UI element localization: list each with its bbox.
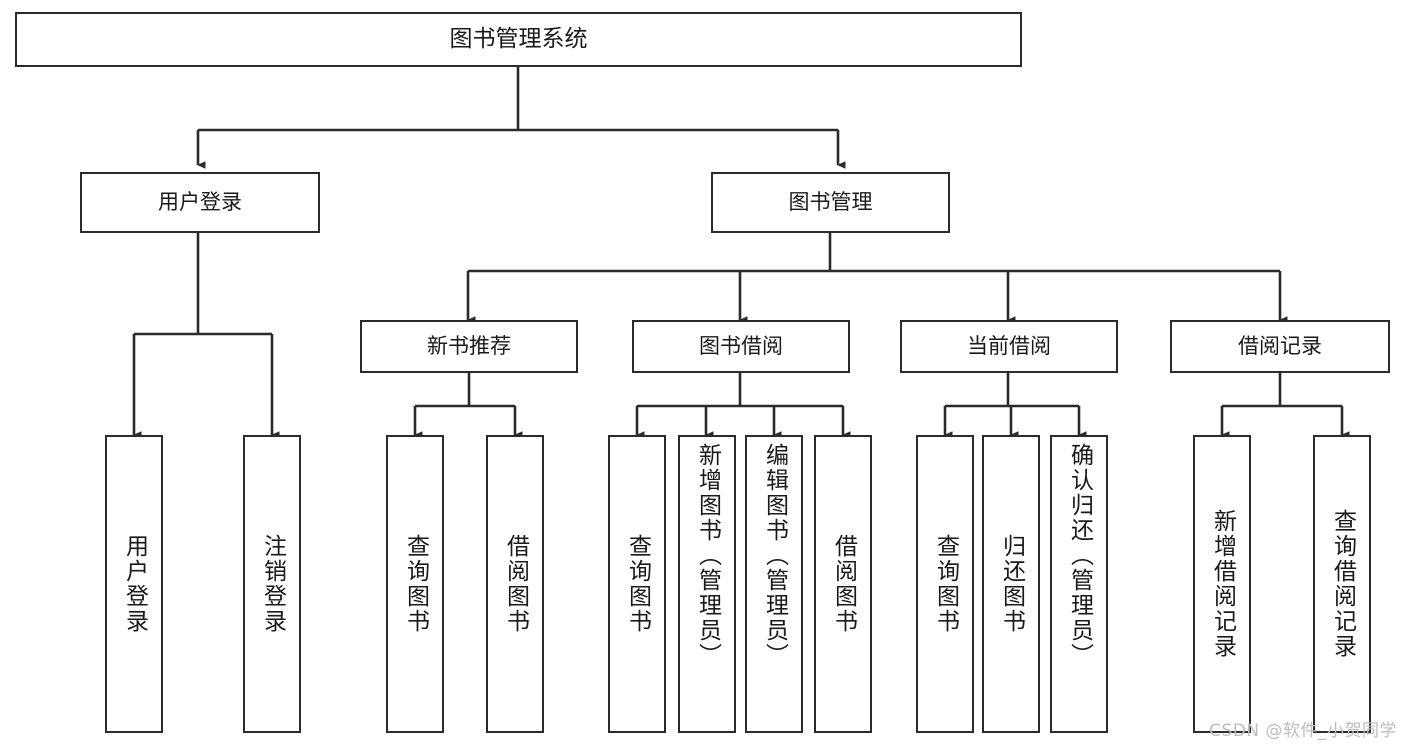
node-root-label: 图书管理系统 [449, 25, 588, 52]
node-book-borrow-label: 图书借阅 [699, 334, 783, 359]
node-leaf-confirm-return-admin-label: 确认归还（管理员） [1066, 443, 1093, 668]
node-leaf-add-book-admin-label: 新增图书（管理员） [694, 443, 721, 668]
node-current-borrow[interactable]: 当前借阅 [900, 320, 1118, 373]
node-leaf-user-login[interactable]: 用户登录 [105, 435, 163, 733]
node-new-book-recommend[interactable]: 新书推荐 [360, 320, 578, 373]
node-leaf-query-book-newbook-label: 查询图书 [402, 534, 429, 634]
node-leaf-add-borrow-record[interactable]: 新增借阅记录 [1193, 435, 1251, 733]
node-borrow-record[interactable]: 借阅记录 [1170, 320, 1390, 373]
node-leaf-return-book-label: 归还图书 [998, 534, 1025, 634]
node-borrow-record-label: 借阅记录 [1238, 334, 1322, 359]
node-leaf-add-borrow-record-label: 新增借阅记录 [1209, 509, 1236, 659]
node-leaf-query-borrow-record[interactable]: 查询借阅记录 [1313, 435, 1371, 733]
node-new-book-recommend-label: 新书推荐 [427, 334, 511, 359]
node-leaf-confirm-return-admin[interactable]: 确认归还（管理员） [1050, 435, 1108, 733]
node-leaf-borrow-book-label: 借阅图书 [830, 534, 857, 634]
node-leaf-query-borrow-record-label: 查询借阅记录 [1329, 509, 1356, 659]
watermark-text: CSDN @软件_小贺同学 [1209, 721, 1397, 741]
node-leaf-edit-book-admin-label: 编辑图书（管理员） [761, 443, 788, 668]
node-leaf-add-book-admin[interactable]: 新增图书（管理员） [678, 435, 736, 733]
node-leaf-logout[interactable]: 注销登录 [243, 435, 301, 733]
node-book-manage[interactable]: 图书管理 [711, 172, 950, 233]
node-leaf-return-book[interactable]: 归还图书 [982, 435, 1040, 733]
node-current-borrow-label: 当前借阅 [967, 334, 1051, 359]
node-leaf-edit-book-admin[interactable]: 编辑图书（管理员） [745, 435, 803, 733]
node-user-login[interactable]: 用户登录 [80, 172, 320, 233]
node-leaf-borrow-book[interactable]: 借阅图书 [814, 435, 872, 733]
node-leaf-borrow-book-newbook[interactable]: 借阅图书 [486, 435, 544, 733]
node-leaf-logout-label: 注销登录 [259, 534, 286, 634]
node-book-manage-label: 图书管理 [788, 190, 873, 215]
node-leaf-query-book-current-label: 查询图书 [932, 534, 959, 634]
node-leaf-query-book-borrow-label: 查询图书 [624, 534, 651, 634]
node-leaf-borrow-book-newbook-label: 借阅图书 [502, 534, 529, 634]
node-leaf-query-book-current[interactable]: 查询图书 [916, 435, 974, 733]
node-user-login-label: 用户登录 [158, 190, 242, 215]
node-root[interactable]: 图书管理系统 [15, 12, 1022, 67]
node-leaf-query-book-newbook[interactable]: 查询图书 [386, 435, 444, 733]
node-book-borrow[interactable]: 图书借阅 [632, 320, 850, 373]
node-leaf-query-book-borrow[interactable]: 查询图书 [608, 435, 666, 733]
node-leaf-user-login-label: 用户登录 [121, 534, 148, 634]
